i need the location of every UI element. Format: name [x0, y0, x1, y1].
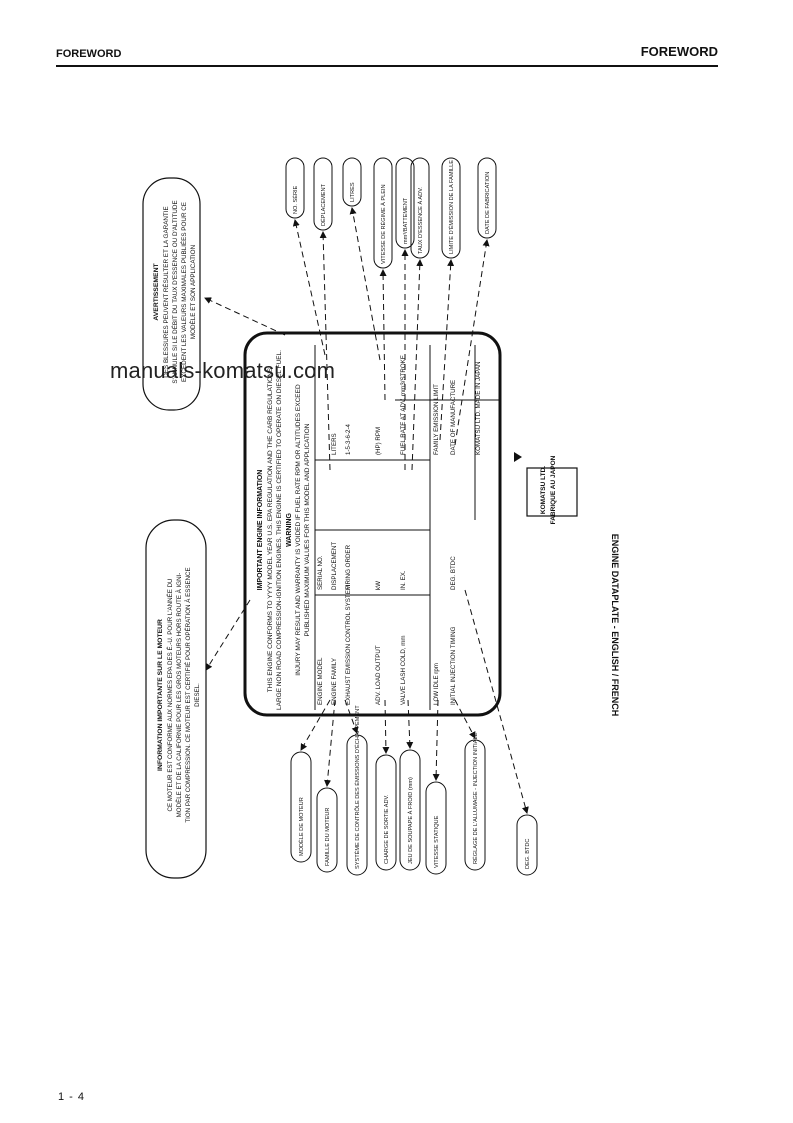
bottom-callout-label-6: RÉGLAGE DE L'ALLUMAGE - INJECTION INITIA…	[472, 732, 479, 864]
bottom-callout-4	[399, 749, 421, 871]
header-left-title: FOREWORD	[56, 48, 122, 60]
top-callout-7	[477, 157, 497, 239]
bottom-callout-label-2: SYSTÈME DE CONTRÔLE DES ÉMISSIONS D'ÉCHA…	[354, 705, 361, 869]
plate-heading-group: IMPORTANT ENGINE INFORMATION THIS ENGINE…	[257, 350, 311, 710]
plate-warning-2: PUBLISHED MAXIMUM VALUES FOR THIS MODEL …	[304, 423, 311, 636]
bottom-callout-2	[346, 734, 368, 876]
top-callout-0	[285, 157, 305, 219]
plate-row-3-c: (HP) RPM	[375, 427, 382, 455]
bottom-callout-label-0: MODÈLE DE MOTEUR	[298, 797, 305, 856]
plate-row-3-b: kW	[375, 581, 382, 590]
top-callout-5	[410, 157, 430, 259]
plate-warning-1: INJURY MAY RESULT AND WARRANTY IS VOIDED…	[295, 384, 302, 676]
center-box-line-1: KOMATSU LTD.	[540, 466, 547, 514]
bottom-callout-label-5: VITESSE STATIQUE	[434, 815, 440, 868]
figure-title: ENGINE DATAPLATE - ENGLISH / FRENCH	[610, 534, 620, 717]
bottom-callout-6	[464, 739, 486, 871]
avert-line-4: MODÈLE ET SON APPLICATION	[188, 244, 197, 339]
bottom-callout-label-4: JEU DE SOUPAPE À FROID (mm)	[407, 777, 414, 864]
bottom-callout-5	[425, 781, 447, 875]
plate-row-6-c: DATE OF MANUFACTURE	[450, 380, 457, 455]
plate-row-2-a: EXHAUST EMISSION CONTROL SYSTEM	[345, 585, 352, 705]
plate-row-1-c: LITERS	[331, 433, 338, 455]
info-line-1: CE MOTEUR EST CONFORME AUX NORMES EPA DE…	[167, 578, 174, 811]
plate-row-4-a: VALVE LASH COLD, mm	[400, 635, 407, 705]
watermark-text: manuals-komatsu.com	[110, 358, 336, 383]
bottom-callout-7	[516, 814, 538, 876]
avert-title: AVERTISSEMENT	[153, 263, 160, 321]
top-callout-label-3: VITESSE DE RÉGIME À PLEIN	[380, 184, 387, 264]
plate-row-0-a: ENGINE MODEL	[317, 657, 324, 705]
header-rule	[56, 65, 718, 67]
top-callout-label-5: TAUX D'ESSENCE À ADV.	[417, 187, 424, 254]
bottom-callout-3	[375, 754, 397, 871]
info-title: INFORMATION IMPORTANTE SUR LE MOTEUR	[157, 619, 164, 771]
bottom-callout-1	[316, 787, 338, 873]
bottom-callout-0	[290, 751, 312, 863]
plate-conform-1: THIS ENGINE CONFORMS TO YYYY MODEL YEAR …	[267, 367, 274, 692]
plate-row-6-a: INITIAL INJECTION TIMING	[450, 626, 457, 705]
top-callout-label-0: NO. SÉRIE	[292, 185, 299, 214]
plate-row-4-c: FUEL RATE AT ADV. mm3/STROKE	[400, 355, 407, 455]
top-callout-1	[313, 157, 333, 231]
top-callout-label-6: LIMITE D'ÉMISSION DE LA FAMILLE	[448, 160, 455, 254]
top-callout-3	[373, 157, 393, 269]
center-box	[526, 467, 578, 517]
plate-row-3-a: ADV. LOAD OUTPUT	[375, 645, 382, 705]
top-callout-label-2: LITRES	[350, 182, 356, 202]
plate-row-2-c: 1-5-3-6-2-4	[345, 423, 352, 455]
plate-heading: IMPORTANT ENGINE INFORMATION	[257, 470, 264, 591]
bottom-callouts: MODÈLE DE MOTEUR FAMILLE DU MOTEUR SYSTÈME…	[290, 589, 538, 876]
info-line-2: MODÈLE ET DE LA CALIFORNIE POUR LES GROS…	[176, 573, 183, 818]
plate-row-4-b: IN. EX.	[400, 570, 407, 590]
bottom-callout-label-7: DEG. BTDC	[525, 839, 531, 869]
plate-warning-title: WARNING	[286, 513, 293, 547]
avert-box	[142, 177, 201, 411]
top-callout-label-4: mm³/BATTEMENT	[403, 197, 409, 244]
top-callouts: NO. SÉRIE DÉPLACEMENT LITRES VITESSE DE RÉG…	[285, 157, 497, 471]
plate-row-5-a: LOW IDLE rpm	[433, 663, 440, 705]
top-callout-label-7: DATE DE FABRICATION	[485, 172, 491, 234]
page-number: 1 - 4	[58, 1091, 86, 1103]
dataplate-outline	[243, 331, 502, 717]
avert-line-1: DES BLESSURES PEUVENT RÉSULTER ET LA GAR…	[161, 206, 170, 377]
plate-row-2-b: FIRING ORDER	[345, 544, 352, 590]
top-callout-6	[441, 157, 461, 259]
bottom-callout-label-1: FAMILLE DU MOTEUR	[325, 808, 331, 866]
top-callout-2	[342, 157, 362, 207]
top-callout-4	[395, 157, 415, 249]
header-right-title: FOREWORD	[640, 44, 718, 59]
plate-row-1-a: ENGINE FAMILY	[331, 658, 338, 705]
top-callout-label-1: DÉPLACEMENT	[320, 183, 327, 226]
plate-row-5-c: FAMILY EMISSION LIMIT	[433, 384, 440, 455]
plate-row-0-b: SERIAL NO.	[317, 555, 324, 590]
center-box-line-2: FABRIQUE AU JAPON	[550, 455, 557, 524]
plate-row-6-b: DEG. BTDC	[450, 556, 457, 590]
info-box	[145, 519, 207, 879]
plate-rows: ENGINE MODEL SERIAL NO. ENGINE FAMILY DISPL…	[317, 355, 482, 705]
bottom-callout-label-3: CHARGE DE SORTIE ADV.	[384, 794, 390, 864]
plate-conform-2: LARGE NON ROAD COMPRESSION-IGNITION ENGI…	[276, 350, 283, 710]
avert-line-2: S'ANNULE SI LE DÉBIT DU TAUX D'ESSENCE O…	[170, 200, 179, 383]
info-line-4: DIESEL.	[194, 683, 201, 707]
plate-row-1-b: DISPLACEMENT	[331, 542, 338, 590]
info-line-3: TION PAR COMPRESSION. CE MOTEUR EST CERT…	[185, 567, 192, 822]
plate-row-7-c: KOMATSU LTD. MADE IN JAPAN	[475, 361, 482, 455]
avert-line-3: EXCÈDENT LES VALEURS MAXIMALES PUBLIÉES …	[179, 202, 188, 382]
